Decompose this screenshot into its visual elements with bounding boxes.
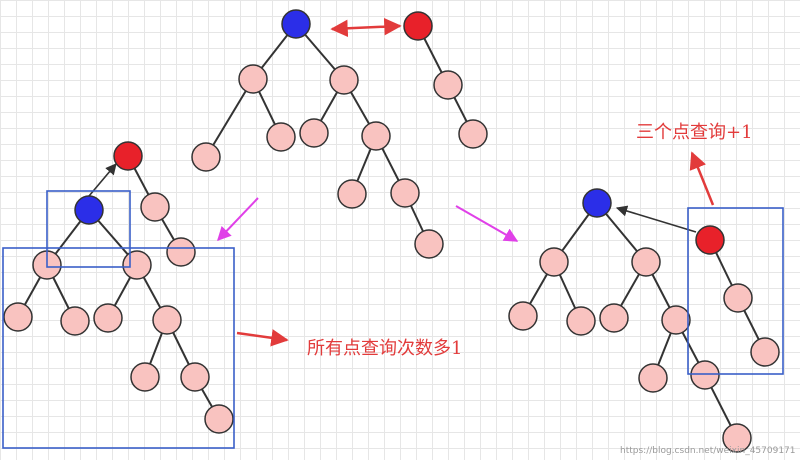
- tree-node: [599, 303, 629, 333]
- tree-node: [166, 237, 196, 267]
- blue-node: [74, 195, 104, 225]
- tree-node: [3, 302, 33, 332]
- transition-arrow-right: [455, 205, 519, 242]
- tree-node: [191, 142, 221, 172]
- all-nodes-query-label: 所有点查询次数多1: [307, 338, 462, 359]
- tree-node: [266, 122, 296, 152]
- highlight-box-small: [46, 190, 131, 268]
- top-tree: [191, 9, 488, 259]
- tree-node: [722, 423, 752, 453]
- right-tree-nodes: [508, 188, 780, 453]
- tree-node: [750, 337, 780, 367]
- tree-node: [204, 404, 234, 434]
- tree-node: [508, 301, 538, 331]
- tree-node: [299, 118, 329, 148]
- right-tree-edges: [522, 202, 766, 439]
- tree-node: [414, 229, 444, 259]
- tree-node: [638, 363, 668, 393]
- red-node: [403, 11, 433, 41]
- left-tree: 所有点查询次数多1: [2, 141, 462, 449]
- left-tree-nodes: [3, 141, 234, 434]
- watermark: https://blog.csdn.net/weixin_45709171: [620, 446, 796, 456]
- tree-node: [140, 192, 170, 222]
- tree-node: [152, 305, 182, 335]
- tree-node: [458, 119, 488, 149]
- tree-node: [539, 247, 569, 277]
- tree-node: [433, 70, 463, 100]
- tree-node: [130, 362, 160, 392]
- tree-node: [361, 121, 391, 151]
- tree-node: [329, 65, 359, 95]
- highlight-box-large: [2, 247, 235, 449]
- top-tree-nodes: [191, 9, 488, 259]
- tree-node: [631, 247, 661, 277]
- swap-arrow: [330, 17, 402, 38]
- red-node: [113, 141, 143, 171]
- blue-node: [281, 9, 311, 39]
- tree-node: [723, 283, 753, 313]
- tree-node: [122, 250, 152, 280]
- blue-node: [582, 188, 612, 218]
- tree-node: [238, 64, 268, 94]
- right-tree: 三个点查询+1: [508, 122, 784, 453]
- tree-node: [566, 306, 596, 336]
- tree-node: [690, 360, 720, 390]
- highlight-box-right: [687, 207, 784, 375]
- tree-node: [337, 179, 367, 209]
- tree-node: [93, 303, 123, 333]
- tree-node: [60, 306, 90, 336]
- tree-node: [661, 305, 691, 335]
- rotate-left-arrow: [615, 205, 697, 233]
- tree-node: [180, 362, 210, 392]
- label-arrow-three-nodes: [689, 151, 715, 206]
- three-nodes-query-label: 三个点查询+1: [636, 122, 753, 143]
- label-arrow-all-nodes: [236, 329, 289, 347]
- red-node: [695, 225, 725, 255]
- tree-node: [390, 178, 420, 208]
- transition-arrow-left: [217, 197, 259, 242]
